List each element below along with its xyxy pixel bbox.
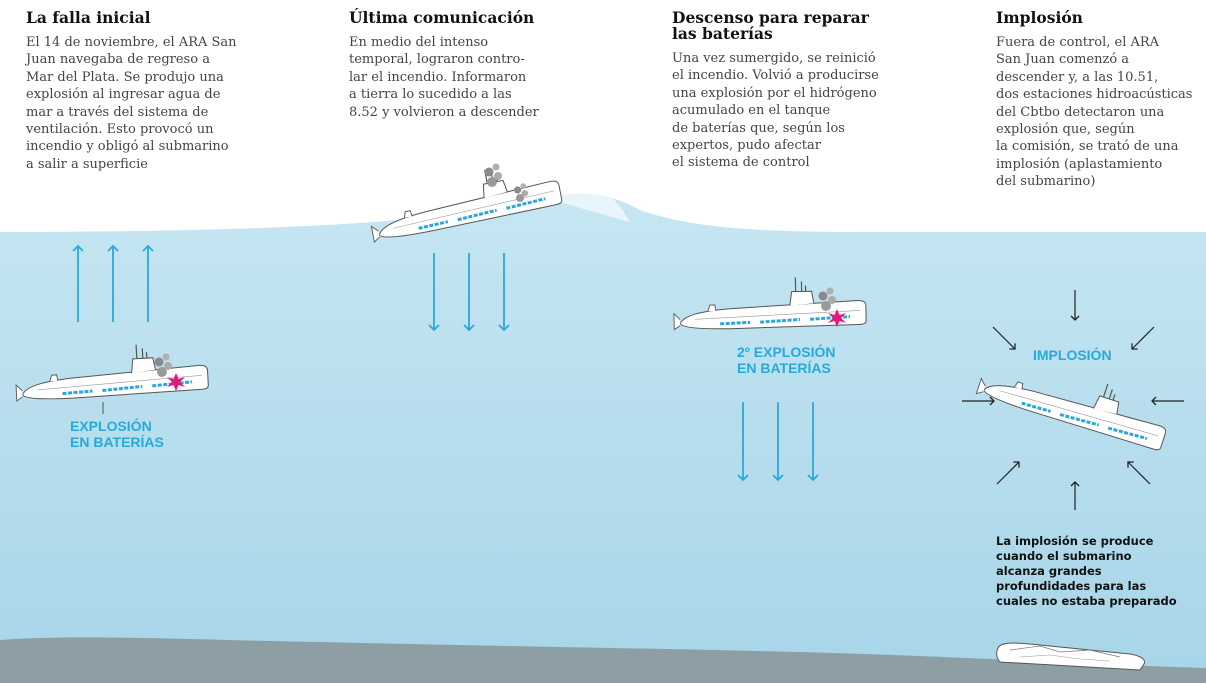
descend-arrows-step-3 <box>737 402 819 482</box>
explosion-label-1: EXPLOSIÓN EN BATERÍAS <box>70 418 164 450</box>
step-1-column: La falla inicial El 14 de noviembre, el … <box>26 10 256 173</box>
explosion-label-2: 2º EXPLOSIÓN EN BATERÍAS <box>737 344 836 376</box>
step-3-column: Descenso para reparar las baterías Una v… <box>672 10 912 172</box>
ocean-water <box>0 193 1206 683</box>
step-2-title: Última comunicación <box>349 8 535 27</box>
step-4-title: Implosión <box>996 8 1083 27</box>
step-2-column: Última comunicación En medio del intenso… <box>349 10 574 121</box>
step-3-title: Descenso para reparar las baterías <box>672 8 869 43</box>
implosion-label: IMPLOSIÓN <box>1033 347 1112 363</box>
step-2-body: En medio del intenso temporal, lograron … <box>349 35 539 120</box>
step-3-body: Una vez sumergido, se reinició el incend… <box>672 51 879 171</box>
wreck-on-seafloor <box>996 642 1145 671</box>
descend-arrows-step-2 <box>428 253 510 332</box>
step-4-body: Fuera de control, el ARA San Juan comenz… <box>996 35 1193 190</box>
seafloor <box>0 637 1206 683</box>
step-1-title: La falla inicial <box>26 8 151 27</box>
step-4-column: Implosión Fuera de control, el ARA San J… <box>996 10 1201 191</box>
implosion-note: La implosión se produce cuando el submar… <box>996 534 1177 608</box>
step-1-body: El 14 de noviembre, el ARA San Juan nave… <box>26 35 237 172</box>
pressure-arrows <box>962 290 1184 510</box>
ascend-arrows <box>72 244 154 322</box>
